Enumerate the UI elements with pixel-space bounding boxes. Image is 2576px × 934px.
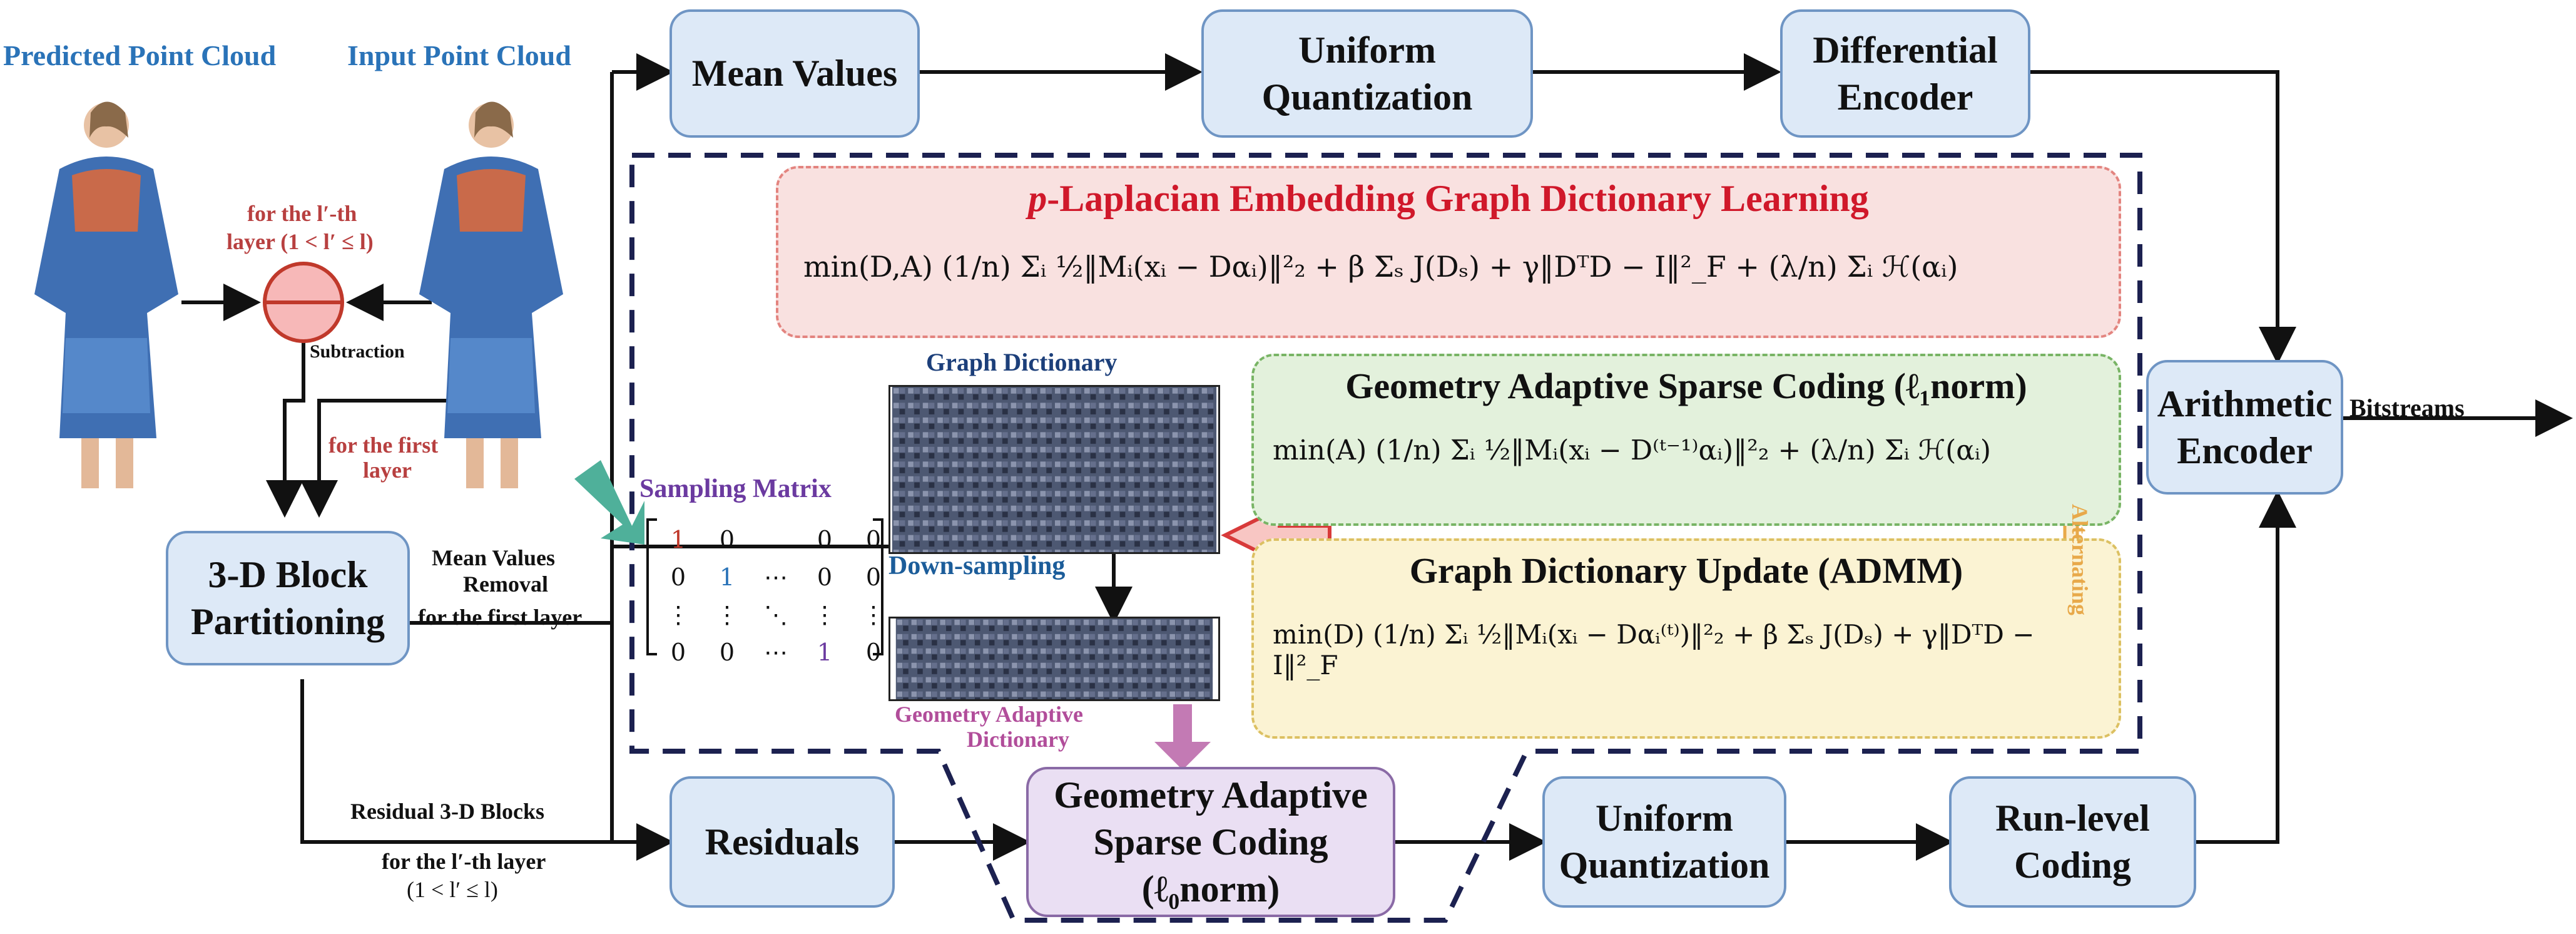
gasc-l1-panel: Geometry Adaptive Sparse Coding (ℓ₁norm)…	[1251, 354, 2121, 526]
geo-dict-label-2: Dictionary	[967, 727, 1069, 752]
purple-arrow-down	[1154, 704, 1211, 770]
graph-dictionary-image	[888, 385, 1220, 554]
mean-removal-label-2: Removal	[463, 572, 548, 597]
gdu-formula: min(D) (1/n) Σᵢ ½‖Mᵢ(xᵢ − Dαᵢ⁽ᵗ⁾)‖²₂ + β…	[1273, 619, 2035, 680]
mean-values-box: Mean Values	[669, 9, 920, 138]
gdu-panel: Graph Dictionary Update (ADMM) min(D) (1…	[1251, 538, 2121, 739]
dashed-frame	[629, 153, 2142, 923]
lth-bottom-label-1: for the l′-th layer	[382, 849, 546, 874]
mean-removal-label-1: Mean Values	[432, 545, 556, 570]
residual-blocks-label: Residual 3-D Blocks	[350, 799, 545, 824]
arrow-bp-to-residuals	[300, 679, 674, 861]
geometry-adaptive-dictionary-image	[888, 617, 1220, 701]
lth-layer-label-1: for the l′-th	[247, 201, 357, 226]
pgdl-panel: p-Laplacian Embedding Graph Dictionary L…	[776, 166, 2121, 338]
gasc-l1-formula: min(A) (1/n) Σᵢ ½‖Mᵢ(xᵢ − D⁽ᵗ⁻¹⁾αᵢ)‖²₂ +…	[1273, 434, 1992, 466]
subtraction-label: Subtraction	[310, 341, 405, 362]
bitstreams-label: Bitstreams	[2349, 394, 2465, 422]
predicted-pc-label: Predicted Point Cloud	[3, 39, 277, 71]
predicted-point-cloud-image	[34, 101, 178, 488]
residuals-box: Residuals	[669, 776, 895, 908]
alternating-label: Alternating	[2067, 504, 2092, 615]
gdu-title: Graph Dictionary Update (ADMM)	[1409, 550, 1963, 591]
first-layer-label-2: layer	[363, 458, 412, 483]
arrow-run-to-arith	[2196, 490, 2296, 844]
lth-bottom-label-2: (1 < l′ ≤ l)	[407, 877, 498, 902]
input-point-cloud-image	[419, 101, 563, 488]
arrow-sub-to-bp	[266, 341, 305, 518]
graph-dictionary-label: Graph Dictionary	[926, 348, 1117, 376]
first-layer-line-label: for the first layer	[418, 605, 583, 630]
geo-dict-label-1: Geometry Adaptive	[895, 702, 1083, 727]
gasc-l1-title: Geometry Adaptive Sparse Coding (ℓ₁norm)	[1345, 366, 2027, 406]
input-pc-label: Input Point Cloud	[347, 39, 571, 71]
pgdl-formula: min(D,A) (1/n) Σᵢ ½‖Mᵢ(xᵢ − Dαᵢ)‖²₂ + β …	[803, 250, 1958, 284]
pgdl-title: p-Laplacian Embedding Graph Dictionary L…	[1028, 178, 1869, 219]
teal-arrow	[574, 460, 644, 545]
lth-layer-label-2: layer (1 < l′ ≤ l)	[227, 229, 374, 254]
arrow-diff-to-arith	[2030, 70, 2296, 364]
down-sampling-label: Down-sampling	[888, 552, 1066, 580]
sampling-matrix-label: Sampling Matrix	[639, 475, 832, 503]
first-layer-label-1: for the first	[328, 433, 439, 458]
arrow-input-to-bp	[300, 399, 476, 518]
